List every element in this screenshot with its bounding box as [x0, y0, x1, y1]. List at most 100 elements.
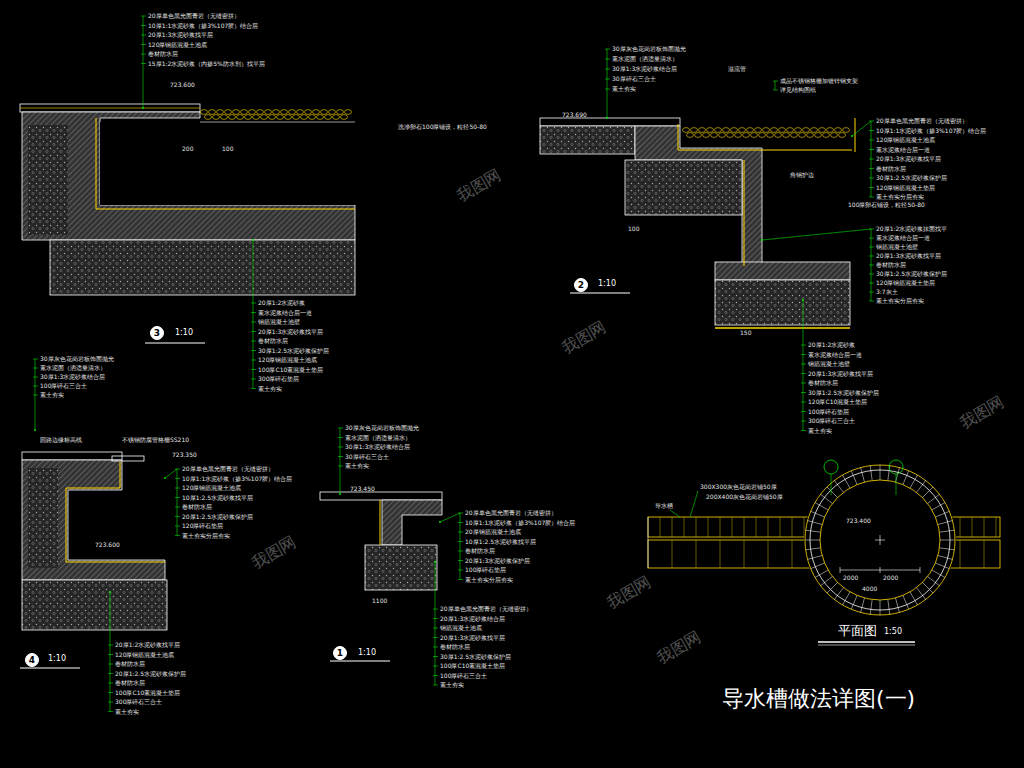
paving-joint: [984, 517, 985, 537]
paving-joint: [996, 517, 997, 537]
pebble: [237, 115, 244, 120]
annotation-text: 素土夯实: [40, 392, 64, 398]
annotation-text: 300厚碎石三合土: [115, 699, 162, 705]
annotation-text: 20厚单色黑光面青岩（无缝密拼）: [148, 13, 240, 19]
ring-joint: [811, 563, 825, 569]
dimension-line: [648, 517, 649, 568]
leader-tick: [433, 609, 438, 610]
paving-joint: [756, 517, 757, 537]
annotation-text: 150: [740, 330, 751, 336]
section-callout: 4: [25, 653, 39, 667]
ground-line: [715, 327, 850, 329]
pebble: [707, 128, 714, 133]
ring-joint: [827, 582, 838, 593]
annotation-text: 20厚1:2.5水泥砂浆保护层: [115, 671, 186, 677]
leader-tick: [141, 63, 146, 64]
annotation-text: 20厚单色黑光面青岩（无缝密拼）: [465, 510, 557, 516]
annotation-text: 钢筋混凝土池壁: [258, 319, 300, 325]
leader-tick: [801, 354, 806, 355]
annotation-text: 详见结构图纸: [780, 87, 816, 93]
annotation-text: 卷材防水层: [258, 338, 288, 344]
leader-line: [340, 466, 341, 494]
annotation-text: 卷材防水层: [465, 548, 495, 554]
paving-joint: [792, 517, 793, 537]
leader-tick: [175, 469, 180, 470]
leader-tick: [251, 312, 256, 313]
leader-tick: [869, 283, 874, 284]
ring-joint: [932, 503, 945, 511]
annotation-text: 素土夯实分层夯实: [876, 194, 924, 200]
annotation-text: 20厚1:3水泥砂浆找平层: [148, 32, 213, 38]
annotation-text: 20厚单色黑光面青岩（无缝密拼）: [182, 466, 274, 472]
leader-line: [435, 562, 436, 609]
leader-tick: [33, 386, 38, 387]
annotation-text: 120厚钢筋混凝土池底: [258, 357, 317, 363]
annotation-text: 100厚卵石铺设，粒径50-80: [848, 202, 925, 208]
annotation-text: 钢筋混凝土池壁: [808, 361, 850, 367]
annotation-text: 10厚1:2.5水泥砂浆找平层: [182, 495, 253, 501]
leader-line: [165, 469, 177, 478]
annotation-text: 3:7灰土: [876, 289, 898, 295]
pebble: [827, 128, 834, 133]
pebble: [205, 115, 212, 120]
annotation-text: 100: [222, 146, 233, 152]
leader-tick: [141, 16, 146, 17]
scale-underline: [818, 641, 915, 643]
pebble: [763, 128, 770, 133]
section-callout: 2: [574, 278, 588, 292]
ring-joint: [935, 563, 949, 569]
ring-joint: [938, 556, 952, 560]
annotation-text: 20厚1:3水泥砂浆找平层: [876, 253, 941, 259]
annotation-text: 723.350: [172, 452, 197, 458]
annotation-text: 园路边缘标高线: [40, 437, 82, 443]
paving-joint: [744, 517, 745, 537]
annotation-text: 30厚1:3水泥砂浆结合层: [612, 66, 677, 72]
leader-dot: [606, 117, 608, 119]
leader-tick: [251, 360, 256, 361]
annotation-text: 10厚1:1水泥砂浆（掺3%107胶）结合层: [465, 520, 575, 526]
pebble: [699, 128, 706, 133]
pebble: [217, 110, 224, 115]
annotation-text: 素水泥面（洒适量清水）: [345, 435, 411, 441]
pebble: [329, 110, 336, 115]
annotation-text: 200X400灰色花岗岩铺50厚: [706, 494, 783, 500]
pebble: [819, 128, 826, 133]
pebble: [265, 110, 272, 115]
leader-dot: [164, 477, 166, 479]
pebble: [341, 115, 348, 120]
leader-line: [775, 81, 776, 90]
leader-tick: [433, 637, 438, 638]
annotation-text: 20厚1:2水泥砂浆: [808, 342, 855, 348]
pebble: [245, 115, 252, 120]
gravel-core: [28, 468, 58, 568]
leader-line: [143, 64, 144, 109]
annotation-text: 洗净卵石100厚铺设，粒径50-80: [398, 124, 487, 130]
leader-tick: [801, 430, 806, 431]
annotation-text: 30厚1:2.5水泥砂浆保护层: [808, 390, 879, 396]
leader-dot: [252, 239, 254, 241]
pebble: [277, 115, 284, 120]
waterproof-line: [66, 462, 165, 562]
paving-joint: [780, 517, 781, 537]
leader-tick: [251, 379, 256, 380]
plaza-ground: [804, 464, 956, 616]
leader-tick: [458, 570, 463, 571]
ring-joint: [940, 540, 955, 541]
concrete-wall: [22, 460, 165, 580]
leader-dot: [434, 561, 436, 563]
leader-tick: [458, 532, 463, 533]
paving-joint: [696, 517, 697, 537]
annotation-text: 120厚钢筋混凝土池底: [182, 485, 241, 491]
pebble: [225, 110, 232, 115]
ring-joint: [834, 480, 843, 492]
pebble: [755, 128, 762, 133]
leader-tick: [458, 522, 463, 523]
pebble: [337, 110, 344, 115]
leader-tick: [175, 478, 180, 479]
section-callout: 1: [333, 646, 347, 660]
pebble: [273, 110, 280, 115]
leader-tick: [869, 247, 874, 248]
paving-joint: [744, 540, 745, 568]
pebble: [313, 110, 320, 115]
leader-tick: [175, 488, 180, 489]
